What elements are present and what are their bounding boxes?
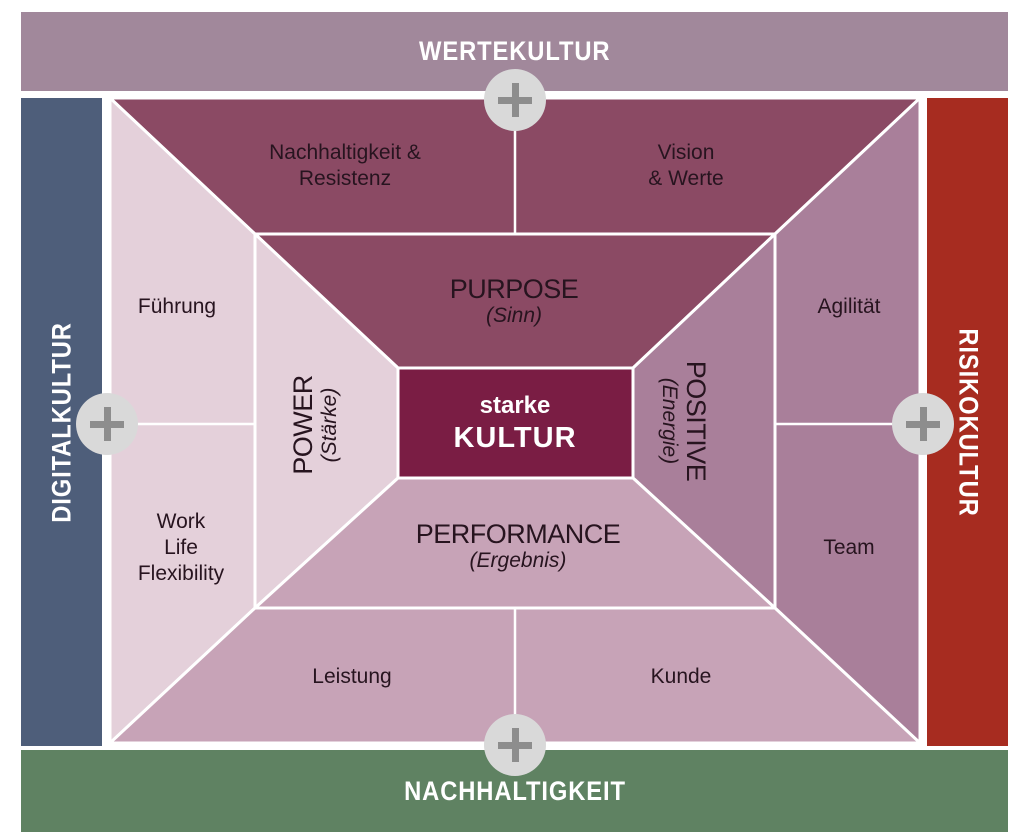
power-subtitle: (Stärke) bbox=[318, 387, 341, 463]
label-purpose: PURPOSE (Sinn) bbox=[450, 274, 579, 328]
starke-kultur-label: starke KULTUR bbox=[453, 391, 576, 455]
risikokultur-label: RISIKOKULTUR bbox=[953, 327, 983, 517]
label-positive: POSITIVE (Energie) bbox=[657, 361, 711, 482]
plus-icon bbox=[498, 728, 532, 762]
expand-button-top[interactable] bbox=[484, 69, 546, 131]
positive-title: POSITIVE bbox=[681, 360, 711, 482]
expand-button-bottom[interactable] bbox=[484, 714, 546, 776]
culture-map-canvas bbox=[110, 98, 920, 743]
plus-icon bbox=[90, 407, 124, 441]
performance-subtitle: (Ergebnis) bbox=[469, 549, 567, 572]
label-kunde: Kunde bbox=[650, 665, 712, 688]
wertekultur-label: WERTEKULTUR bbox=[418, 36, 611, 66]
expand-button-right[interactable] bbox=[892, 393, 954, 455]
nachhaltigkeit-label: NACHHALTIGKEIT bbox=[403, 775, 626, 806]
purpose-title: PURPOSE bbox=[449, 274, 579, 304]
label-agilitaet: Agilität bbox=[817, 295, 881, 318]
power-title: POWER bbox=[288, 375, 318, 475]
label-team: Team bbox=[823, 536, 875, 559]
digitalkultur-label: DIGITALKULTUR bbox=[46, 321, 76, 523]
starke-line: starke bbox=[479, 392, 551, 419]
label-nachhaltigkeit-resistenz: Nachhaltigkeit & Resistenz bbox=[269, 141, 421, 190]
label-leistung: Leistung bbox=[312, 665, 392, 688]
label-fuehrung: Führung bbox=[137, 295, 217, 318]
label-performance: PERFORMANCE (Ergebnis) bbox=[416, 519, 621, 573]
kultur-line: KULTUR bbox=[453, 422, 577, 454]
positive-subtitle: (Energie) bbox=[658, 377, 681, 465]
zone-starke-kultur bbox=[396, 366, 635, 480]
expand-button-left[interactable] bbox=[76, 393, 138, 455]
plus-icon bbox=[498, 83, 532, 117]
performance-title: PERFORMANCE bbox=[415, 519, 621, 549]
label-work-life-flexibility: Work Life Flexibility bbox=[137, 510, 225, 585]
label-vision-werte: Vision & Werte bbox=[648, 141, 724, 190]
purpose-subtitle: (Sinn) bbox=[485, 304, 543, 327]
plus-icon bbox=[906, 407, 940, 441]
label-power: POWER (Stärke) bbox=[288, 375, 342, 475]
